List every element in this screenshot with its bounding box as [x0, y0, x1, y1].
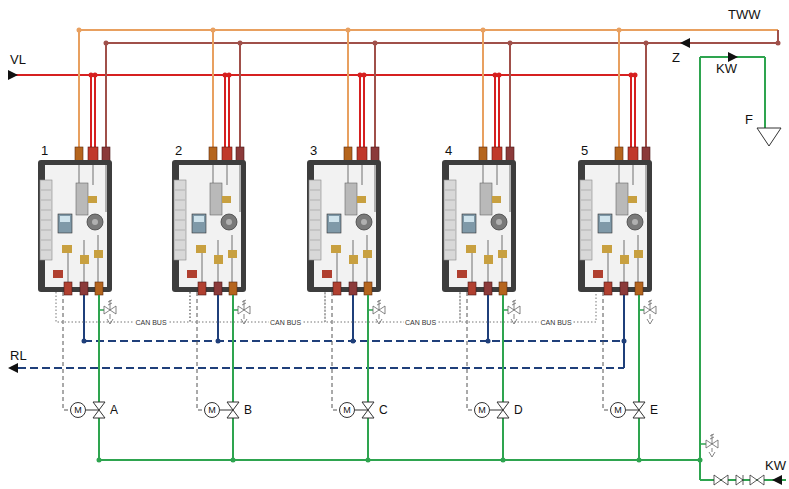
bus-label: CAN BUS — [134, 319, 167, 326]
flow-arrow — [680, 38, 690, 48]
station-box: 3 — [307, 142, 381, 292]
branch — [700, 443, 706, 445]
motor-letter: M — [71, 403, 85, 417]
pipe-label: B — [244, 403, 252, 417]
station-number: 1 — [41, 143, 48, 158]
flow-arrow — [8, 70, 18, 80]
pipe-label: C — [379, 403, 388, 417]
bus-label: CAN BUS — [539, 319, 572, 326]
hot-water-header — [79, 29, 778, 31]
pipe-label: E — [650, 403, 658, 417]
heat-interface-unit — [38, 28, 116, 463]
can-bus-line — [56, 292, 190, 322]
pipe-label: A — [110, 403, 118, 417]
control-line — [603, 292, 610, 410]
station-number: 2 — [175, 143, 182, 158]
safety-spring — [709, 434, 715, 457]
pipe-label: KW — [716, 61, 737, 76]
control-line — [332, 292, 339, 410]
station-number: 5 — [581, 143, 588, 158]
pipe-label: KW — [765, 458, 786, 473]
motor-actuator: M — [339, 402, 355, 418]
motor-actuator: M — [610, 402, 626, 418]
motor-letter: M — [205, 403, 219, 417]
heat-interface-unit — [442, 28, 520, 463]
motor-actuator: M — [70, 402, 86, 418]
station-number: 4 — [445, 143, 452, 158]
junction-dot — [776, 41, 781, 46]
can-bus-line — [325, 292, 460, 322]
motor-actuator: M — [474, 402, 490, 418]
pipe-label: Z — [672, 50, 680, 65]
circulation-header — [106, 42, 778, 44]
motor-actuator: M — [204, 402, 220, 418]
station-number: 3 — [310, 143, 317, 158]
flow-header — [8, 74, 635, 76]
station-box: 5 — [578, 142, 652, 292]
cold-water-riser — [699, 57, 701, 480]
control-line — [197, 292, 204, 410]
shutoff-valve — [714, 475, 728, 485]
return-link — [623, 341, 625, 368]
pipe-label: TWW — [728, 7, 760, 22]
pipe-label: D — [514, 403, 523, 417]
flow-arrow — [8, 363, 18, 373]
return-header — [18, 367, 624, 369]
check-valve — [736, 475, 743, 485]
bus-label: CAN BUS — [404, 319, 437, 326]
motor-letter: M — [475, 403, 489, 417]
flow-arrow — [728, 52, 738, 62]
can-bus-line — [190, 292, 325, 322]
pipe-label: RL — [10, 348, 27, 363]
junction-dot — [698, 458, 703, 463]
cold-water-pipe — [764, 57, 766, 128]
filter-symbol — [757, 128, 781, 146]
heat-interface-unit — [172, 28, 250, 463]
station-box: 1 — [38, 142, 112, 292]
heat-interface-unit — [307, 28, 385, 463]
pipe-label: F — [745, 112, 753, 127]
heat-interface-unit — [578, 28, 656, 463]
station-box: 2 — [172, 142, 246, 292]
motor-letter: M — [340, 403, 354, 417]
pipe-label: VL — [10, 52, 26, 67]
motor-letter: M — [611, 403, 625, 417]
cold-water-header — [99, 459, 700, 461]
can-bus-line — [460, 292, 596, 322]
station-box: 4 — [442, 142, 516, 292]
flow-arrow — [772, 475, 782, 485]
control-line — [467, 292, 474, 410]
bus-label: CAN BUS — [269, 319, 302, 326]
control-line — [63, 292, 70, 410]
shutoff-valve — [750, 475, 764, 485]
